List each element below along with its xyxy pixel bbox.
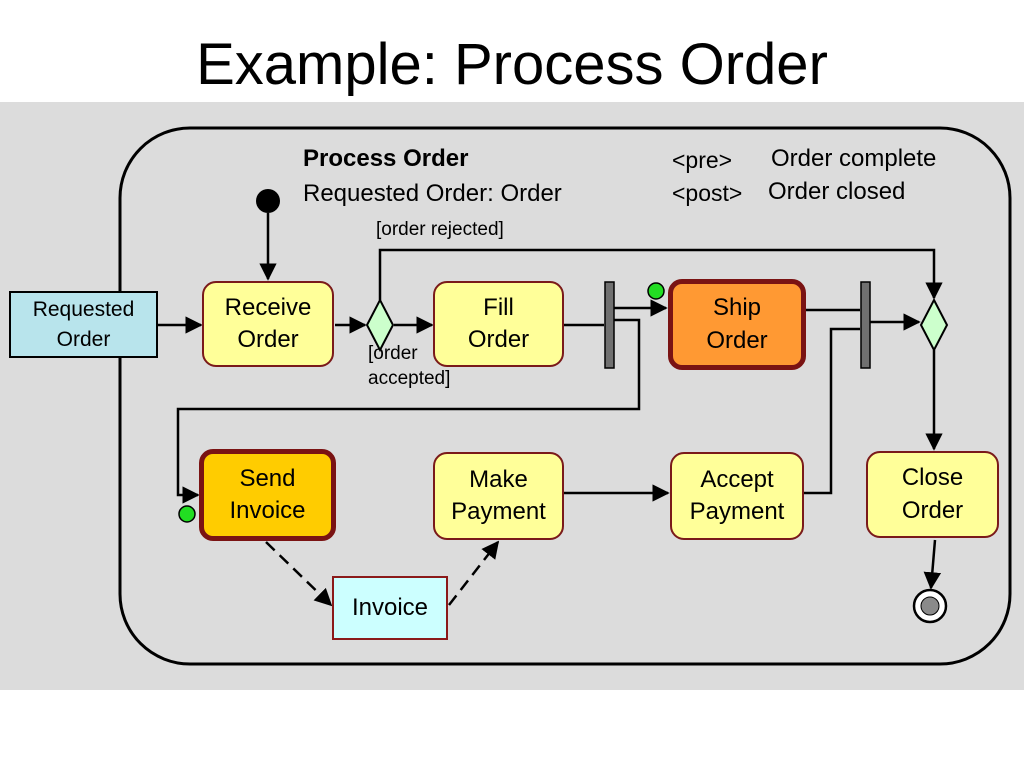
close-order-line2: Order <box>901 496 964 524</box>
activity-frame <box>118 126 1012 666</box>
guard-accepted-line1: [order <box>368 343 418 364</box>
requested-order-line1: Requested <box>32 298 135 322</box>
make-payment-line1: Make <box>469 465 528 493</box>
post-condition: Order closed <box>768 178 906 205</box>
invoice-object: Invoice <box>332 576 448 640</box>
fill-order-line2: Order <box>467 326 530 353</box>
send-invoice-line2: Invoice <box>229 497 306 524</box>
ship-order-line1: Ship <box>712 294 762 322</box>
initial-node <box>256 189 280 213</box>
fill-order-line1: Fill <box>483 293 514 321</box>
accept-payment-line1: Accept <box>700 465 774 493</box>
ship-order-line2: Order <box>706 326 768 354</box>
close-order-line1: Close <box>901 464 964 492</box>
guard-accepted-line2: accepted] <box>368 368 451 389</box>
objflow-invoice-to-make <box>448 540 500 606</box>
receive-order-line2: Order <box>237 326 299 353</box>
requested-order-line2: Order <box>56 327 111 351</box>
accept-payment-line2: Payment <box>689 498 785 525</box>
flow-fork-to-send <box>176 318 641 504</box>
activity-name: Process Order <box>303 145 469 172</box>
objflow-send-to-invoice <box>265 541 333 607</box>
flow-rejected <box>378 248 943 300</box>
requested-order-object: Requested Order <box>9 291 158 358</box>
send-invoice-pin <box>178 505 196 523</box>
post-tag: <post> <box>672 180 743 206</box>
receive-order-line1: Receive <box>224 293 312 321</box>
pre-tag: <pre> <box>672 147 733 173</box>
invoice-label: Invoice <box>351 594 429 622</box>
activity-parameter: Requested Order: Order <box>303 180 562 207</box>
decision-diamond-order <box>365 297 395 353</box>
ship-order-pin <box>647 282 665 300</box>
flow-accept-to-join <box>804 327 860 495</box>
make-payment-line2: Payment <box>451 498 546 525</box>
send-invoice-line1: Send <box>239 464 296 492</box>
guard-order-rejected: [order rejected] <box>376 219 504 240</box>
flow-close-to-final <box>923 539 942 590</box>
pre-condition: Order complete <box>771 145 937 172</box>
fork-bar <box>604 281 615 369</box>
join-bar <box>860 281 871 369</box>
final-node <box>912 588 948 624</box>
slide-title: Example: Process Order <box>196 32 828 97</box>
